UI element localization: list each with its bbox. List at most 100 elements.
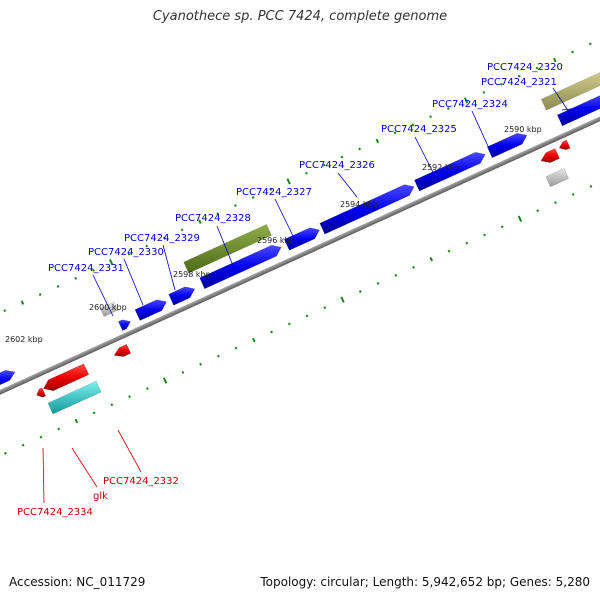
inner-tick [252, 337, 256, 343]
outer-tick [482, 90, 486, 94]
gene-label-pcc7424-2324[interactable]: PCC7424_2324 [432, 99, 508, 110]
outer-tick [553, 57, 557, 63]
inner-tick [287, 322, 291, 326]
outer-tick [56, 285, 60, 288]
outer-tick [517, 74, 521, 78]
inner-tick [21, 443, 25, 447]
map-title: Cyanothece sp. PCC 7424, complete genome [152, 9, 448, 24]
outer-tick [145, 244, 149, 248]
inner-tick [554, 201, 557, 205]
inner-tick [145, 387, 149, 391]
outer-tick [535, 66, 539, 70]
inner-tick [465, 241, 469, 245]
gene-arrow-pcc7424-2331[interactable] [118, 319, 131, 331]
gene-label-pcc7424-2331[interactable]: PCC7424_2331 [48, 263, 124, 274]
gene-arrow-pcc7424-2328[interactable] [199, 244, 282, 290]
inner-tick [270, 330, 273, 334]
inner-tick [571, 193, 575, 196]
tick-label-2592: 2592 kbp [422, 163, 460, 172]
inner-tick [447, 249, 451, 253]
outer-tick [20, 300, 25, 305]
inner-tick [500, 225, 504, 229]
label-leader-lines [42, 87, 598, 504]
feature-track [0, 72, 600, 415]
feature-cyan-block[interactable] [47, 380, 102, 415]
outer-tick [500, 82, 503, 86]
leader-line [216, 225, 235, 269]
leader-line [471, 110, 493, 156]
outer-tick [127, 252, 131, 256]
tick-label-2600: 2600 kbp [89, 303, 127, 312]
inner-tick [110, 403, 114, 407]
gene-label-pcc7424-2326[interactable]: PCC7424_2326 [299, 160, 375, 171]
outer-tick [588, 42, 592, 46]
outer-tick [393, 131, 397, 135]
outer-tick [38, 293, 42, 296]
gene-label-pcc7424-2321[interactable]: PCC7424_2321 [481, 77, 557, 88]
tick-label-2590: 2590 kbp [504, 125, 542, 134]
inner-tick [181, 370, 185, 374]
leader-line [561, 105, 598, 111]
gene-label-pcc7424-2334[interactable]: PCC7424_2334 [17, 507, 93, 518]
outer-tick [375, 138, 380, 144]
inner-tick-track [4, 185, 593, 455]
accession-text: Accession: NC_011729 [9, 575, 146, 589]
outer-tick [234, 204, 237, 208]
gene-label-pcc7424-2320[interactable]: PCC7424_2320 [487, 62, 563, 73]
gene-arrow-glk[interactable] [43, 363, 90, 392]
inner-tick [92, 411, 96, 415]
gene-label-pcc7424-2329[interactable]: PCC7424_2329 [124, 233, 200, 244]
gene-arrow-pcc7424-2330[interactable] [134, 299, 167, 321]
inner-tick [234, 346, 238, 350]
outer-tick [411, 123, 415, 127]
tick-labels: 2590 kbp 2592 kbp 2594 kbp 2596 kbp 2598… [5, 125, 542, 344]
inner-tick [39, 435, 43, 439]
outer-tick [198, 219, 202, 225]
outer-tick-track [3, 42, 592, 313]
leader-line [162, 244, 176, 291]
outer-tick [340, 155, 344, 159]
gene-arrow-pcc7424-2332[interactable] [113, 343, 132, 357]
leader-line [414, 136, 438, 181]
gene-arrow-small-red[interactable] [36, 387, 47, 398]
inner-tick [394, 273, 398, 277]
outer-tick [3, 309, 7, 313]
gene-arrow-red-right-small[interactable] [558, 139, 571, 150]
leader-line [92, 274, 114, 317]
outer-tick [92, 268, 95, 272]
outer-tick [446, 107, 450, 110]
reverse-gene-labels: PCC7424_2332 glk PCC7424_2334 [17, 476, 179, 518]
feature-khaki-block[interactable] [540, 72, 600, 111]
feature-gray-block-right[interactable] [545, 168, 569, 188]
leader-line [42, 447, 45, 504]
outer-tick [571, 50, 574, 54]
outer-tick [163, 236, 166, 240]
inner-tick [376, 282, 380, 285]
inner-tick [340, 296, 345, 303]
gene-arrow-pcc7424-2325[interactable] [414, 152, 486, 192]
outer-tick [180, 228, 184, 232]
gene-label-glk[interactable]: glk [93, 491, 108, 502]
gene-arrow-red-right[interactable] [540, 148, 560, 163]
gene-arrow-pcc7424-2329[interactable] [168, 286, 196, 306]
leader-line [337, 172, 358, 198]
gene-label-pcc7424-2328[interactable]: PCC7424_2328 [175, 213, 251, 224]
gene-label-pcc7424-2332[interactable]: PCC7424_2332 [103, 476, 179, 487]
gene-arrow-pcc7424-2321[interactable] [556, 94, 600, 127]
inner-tick [162, 377, 168, 384]
gene-label-pcc7424-2325[interactable]: PCC7424_2325 [381, 124, 457, 135]
gene-arrow-pcc7424-2324[interactable] [486, 132, 528, 159]
inner-tick [323, 306, 327, 310]
gene-arrow-pcc7424-2327[interactable] [283, 227, 320, 251]
gene-arrow-pcc7424-2326[interactable] [319, 184, 415, 235]
gene-arrow-forward-left[interactable] [0, 370, 16, 390]
feature-olive-block[interactable] [183, 224, 272, 274]
gene-label-pcc7424-2330[interactable]: PCC7424_2330 [88, 247, 164, 258]
gene-label-pcc7424-2327[interactable]: PCC7424_2327 [236, 187, 312, 198]
outer-tick [305, 171, 308, 175]
genome-backbone [0, 99, 600, 403]
outer-tick [109, 259, 114, 266]
feature-gray-block-left[interactable] [99, 301, 119, 317]
